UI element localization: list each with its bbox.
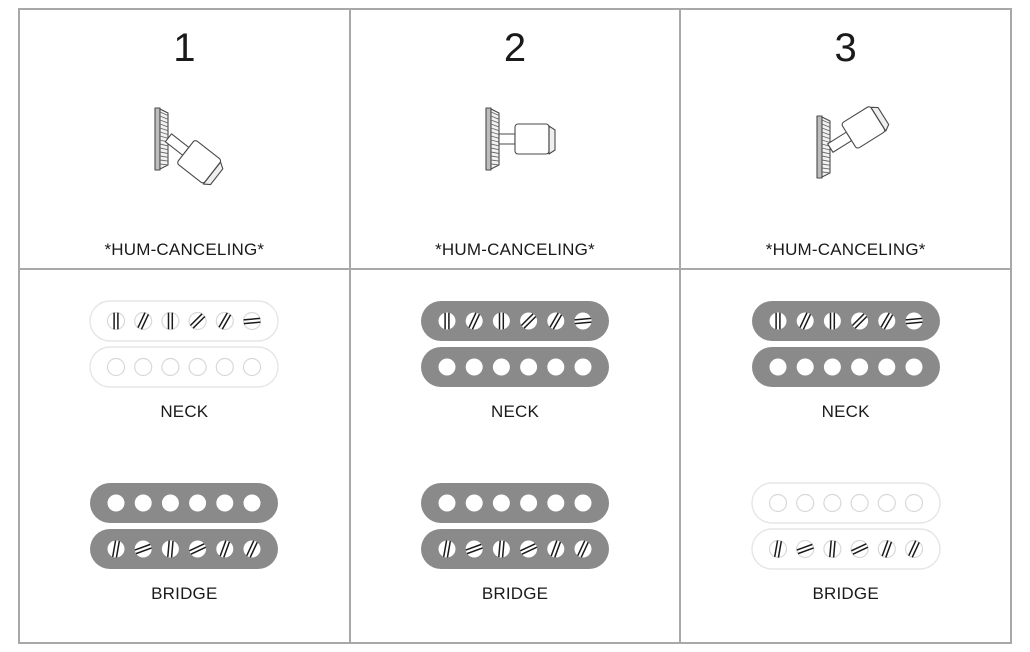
humbucker-pickup-bridge-3 xyxy=(750,482,941,570)
switch-cell-2[interactable]: 2 xyxy=(351,10,682,268)
neck-label-1: NECK xyxy=(160,402,209,421)
hum-canceling-label-1: *HUM-CANCELING* xyxy=(104,240,265,259)
bridge-pickup-group-3[interactable]: BRIDGE xyxy=(681,480,1010,604)
bridge-label-2: BRIDGE xyxy=(481,584,549,603)
switch-cell-3[interactable]: 3 xyxy=(681,10,1010,268)
neck-pickup-group-1[interactable]: NECK xyxy=(20,298,349,422)
neck-pickup-group-3[interactable]: NECK xyxy=(681,298,1010,422)
toggle-switch-center-icon xyxy=(455,96,575,192)
hum-canceling-label-2: *HUM-CANCELING* xyxy=(435,240,595,259)
pickup-cell-3[interactable]: NECK BRIDGE xyxy=(681,270,1010,642)
pickup-cell-2[interactable]: NECK BRIDGE xyxy=(351,270,682,642)
neck-pickup-group-2[interactable]: NECK xyxy=(351,298,680,422)
bridge-label-3: BRIDGE xyxy=(812,584,879,603)
position-number-3: 3 xyxy=(834,26,857,70)
position-number-1: 1 xyxy=(173,26,196,70)
toggle-switch-up-right-icon xyxy=(786,96,906,192)
bridge-label-1: BRIDGE xyxy=(151,584,218,603)
position-number-2: 2 xyxy=(503,26,527,70)
hum-canceling-label-3: *HUM-CANCELING* xyxy=(765,240,926,259)
humbucker-pickup-bridge-2 xyxy=(421,483,609,569)
bridge-pickup-group-2[interactable]: BRIDGE xyxy=(351,480,680,604)
neck-label-3: NECK xyxy=(821,402,870,421)
pickup-cell-1[interactable]: NECK BRIDGE xyxy=(20,270,351,642)
switch-position-row: 1 xyxy=(20,10,1010,270)
bridge-pickup-group-1[interactable]: BRIDGE xyxy=(20,480,349,604)
pickup-row: NECK BRIDGE NECK BRIDGE xyxy=(20,270,1010,642)
humbucker-pickup-neck-1 xyxy=(89,300,280,388)
switch-cell-1[interactable]: 1 xyxy=(20,10,351,268)
toggle-switch-down-right-icon xyxy=(124,96,244,192)
diagram-grid: 1 xyxy=(18,8,1012,644)
humbucker-pickup-bridge-1 xyxy=(90,483,279,569)
humbucker-pickup-neck-3 xyxy=(751,301,940,387)
neck-label-2: NECK xyxy=(490,402,540,421)
humbucker-pickup-neck-2 xyxy=(421,301,609,387)
